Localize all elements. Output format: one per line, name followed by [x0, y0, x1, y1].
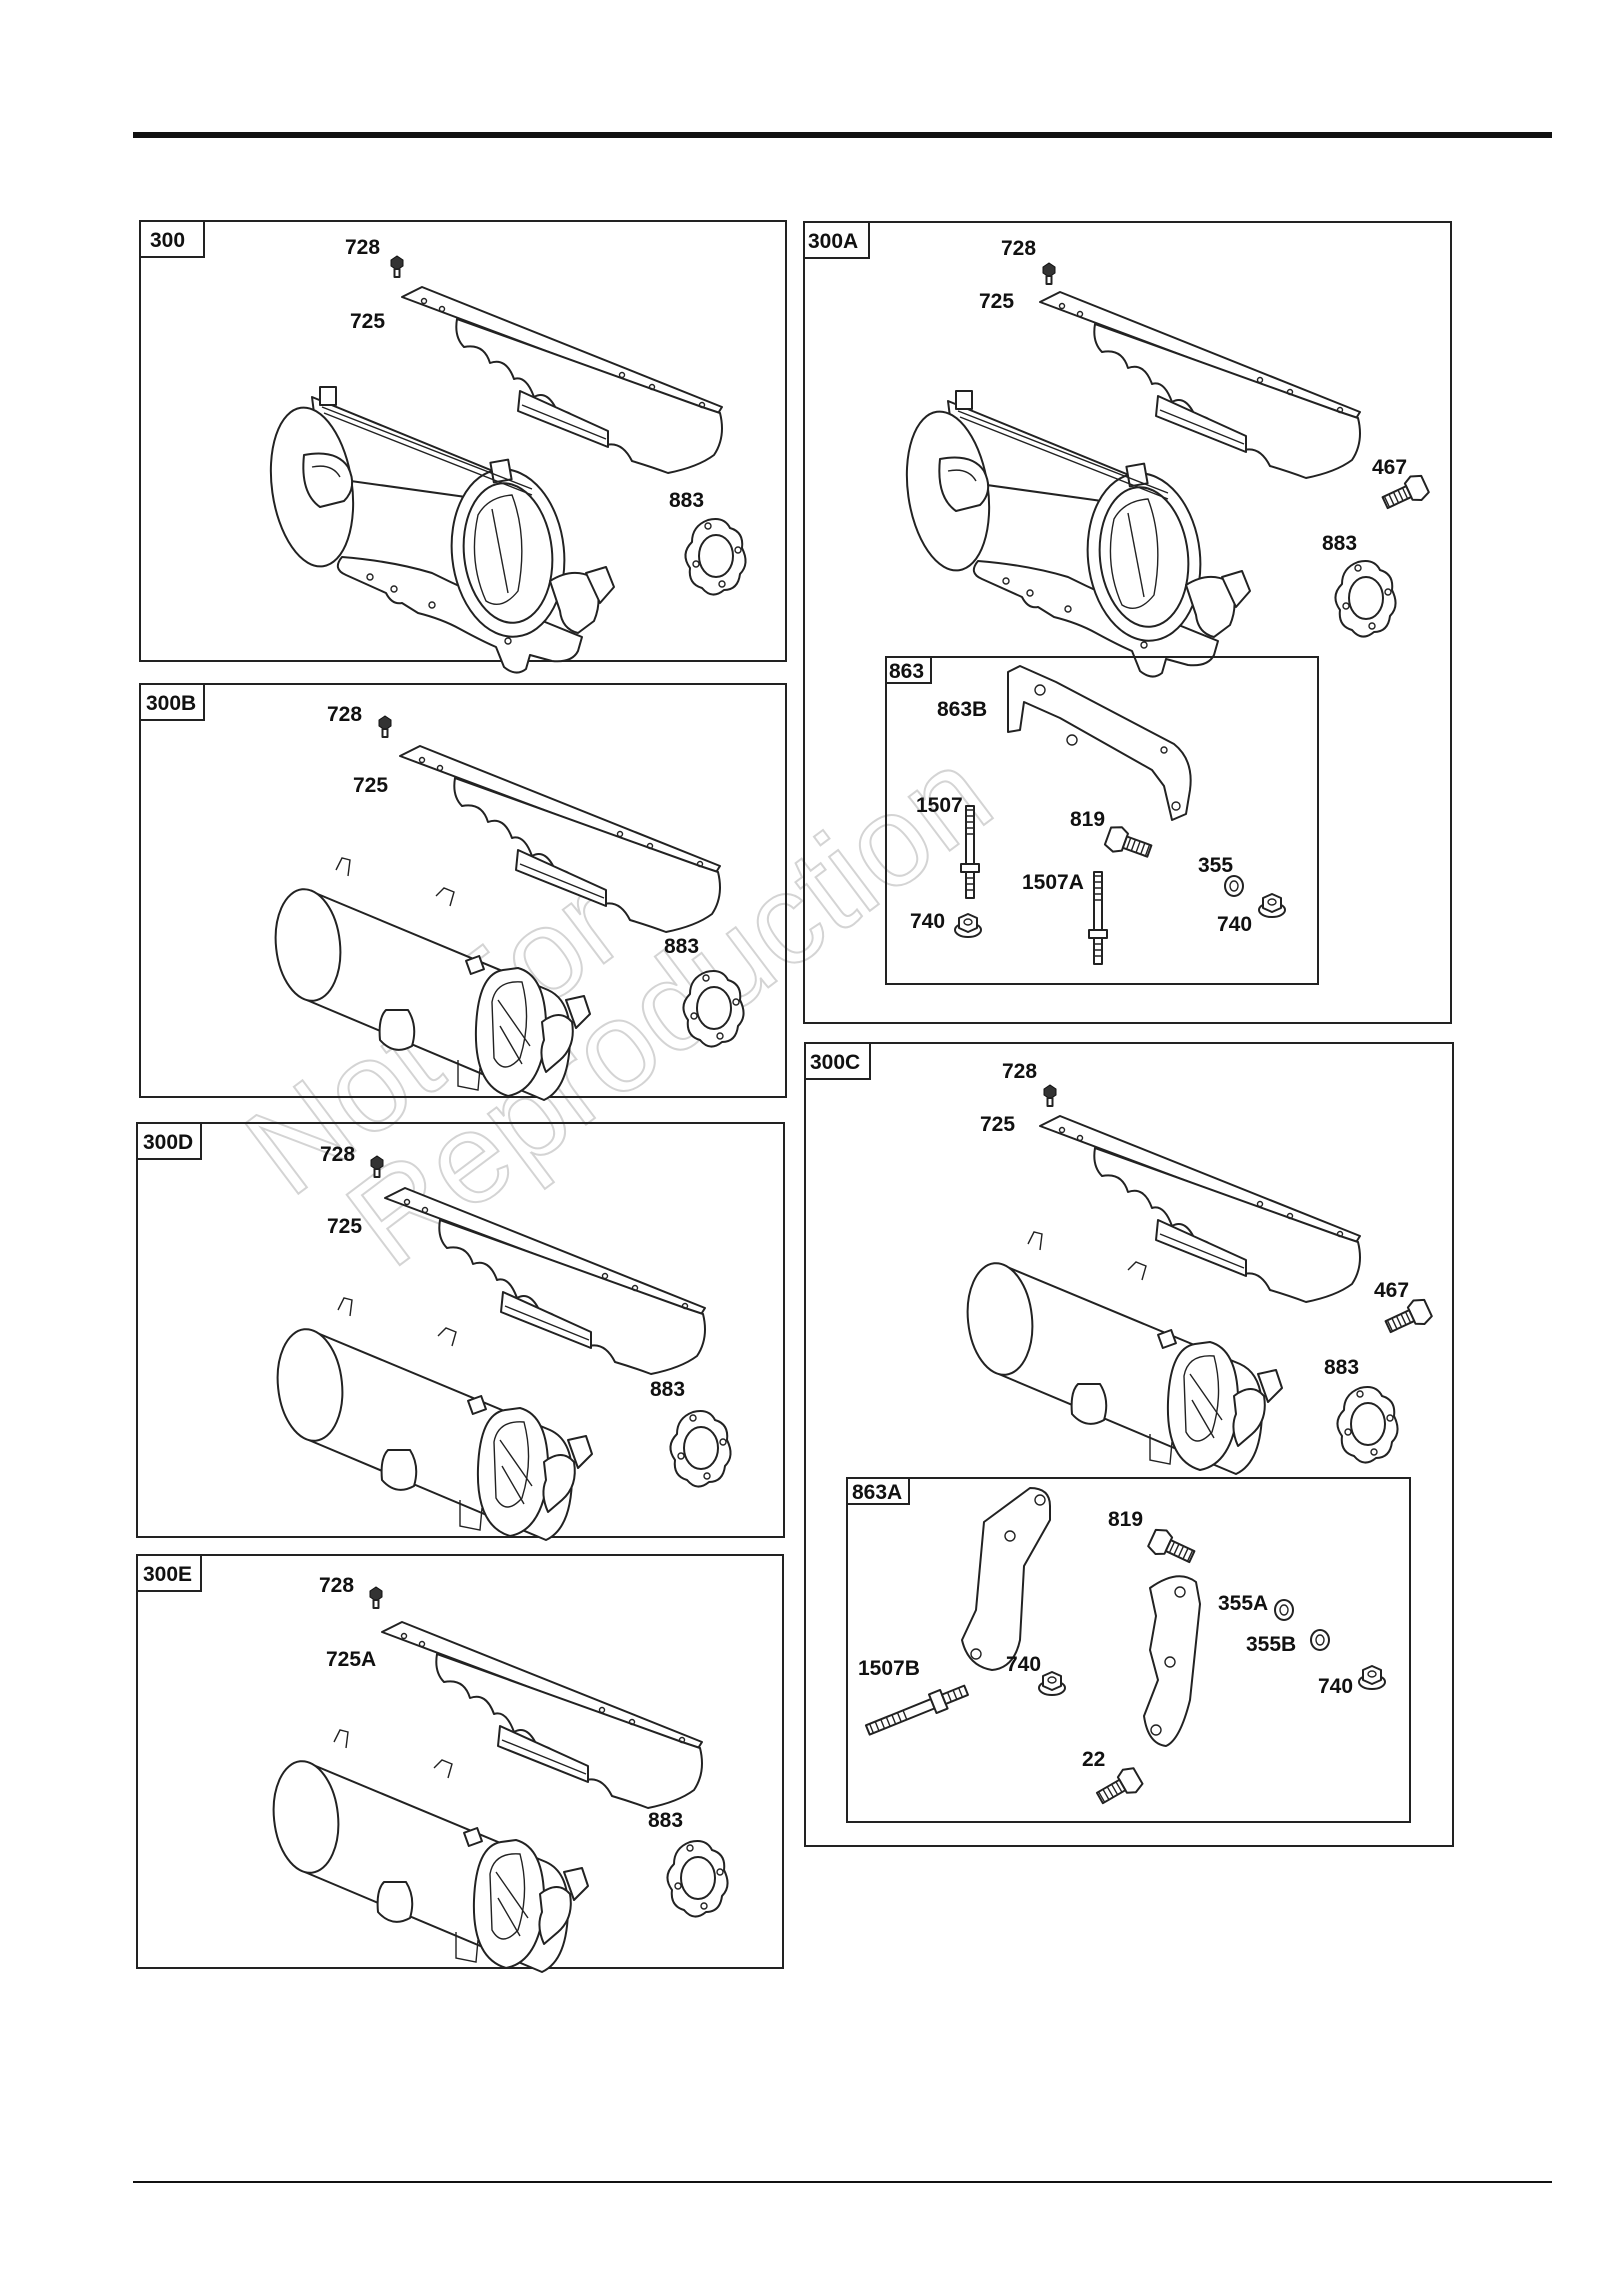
part-label: 725: [980, 1113, 1015, 1136]
panel-tag: 300B: [146, 692, 196, 715]
part-label: 819: [1070, 808, 1105, 831]
part-label: 883: [650, 1378, 685, 1401]
part-label: 740: [910, 910, 945, 933]
panel-tag: 300C: [810, 1051, 860, 1074]
part-label: 725: [979, 290, 1014, 313]
bracket-right: [1144, 1576, 1200, 1746]
part-label: 22: [1082, 1748, 1105, 1771]
panel-300E: 300E 728 725A 883: [137, 1555, 783, 1972]
part-label: 467: [1372, 456, 1407, 479]
part-label: 728: [319, 1574, 354, 1597]
part-label: 1507A: [1022, 871, 1084, 894]
part-label: 467: [1374, 1279, 1409, 1302]
part-label: 728: [1002, 1060, 1037, 1083]
panel-tag: 300: [150, 229, 185, 252]
panel-tag: 300D: [143, 1131, 193, 1154]
part-label: 725: [350, 310, 385, 333]
panel-863A: 863A 819 355A 355B 1507B 740 7: [847, 1478, 1410, 1822]
part-label: 728: [345, 236, 380, 259]
part-label: 728: [327, 703, 362, 726]
part-label: 725: [327, 1215, 362, 1238]
part-label: 740: [1006, 1653, 1041, 1676]
part-label: 883: [664, 935, 699, 958]
long-stud-1507b: [864, 1681, 970, 1739]
part-label: 740: [1217, 913, 1252, 936]
part-label: 740: [1318, 1675, 1353, 1698]
panel-300: 300 728 725 883: [140, 221, 786, 673]
part-label: 883: [1324, 1356, 1359, 1379]
bracket-left: [962, 1488, 1050, 1670]
part-label: 725: [353, 774, 388, 797]
part-label: 883: [669, 489, 704, 512]
panel-tag: 863: [889, 660, 924, 683]
part-label: 728: [1001, 237, 1036, 260]
part-label: 728: [320, 1143, 355, 1166]
panel-tag: 300A: [808, 230, 858, 253]
part-label: 1507B: [858, 1657, 920, 1680]
part-label: 1507: [916, 794, 963, 817]
part-label: 819: [1108, 1508, 1143, 1531]
panel-tag: 863A: [852, 1481, 902, 1504]
part-label: 355: [1198, 854, 1233, 877]
part-label: 355B: [1246, 1633, 1296, 1656]
panel-300C: 300C 728 725 467 883 863A 819 355A 355B: [805, 1043, 1453, 1846]
panel-tag: 300E: [143, 1563, 192, 1586]
part-label: 863B: [937, 698, 987, 721]
part-label: 725A: [326, 1648, 376, 1671]
part-label: 883: [1322, 532, 1357, 555]
header-rule: [133, 132, 1552, 138]
part-label: 883: [648, 1809, 683, 1832]
footer-rule: [133, 2181, 1552, 2183]
part-label: 355A: [1218, 1592, 1268, 1615]
